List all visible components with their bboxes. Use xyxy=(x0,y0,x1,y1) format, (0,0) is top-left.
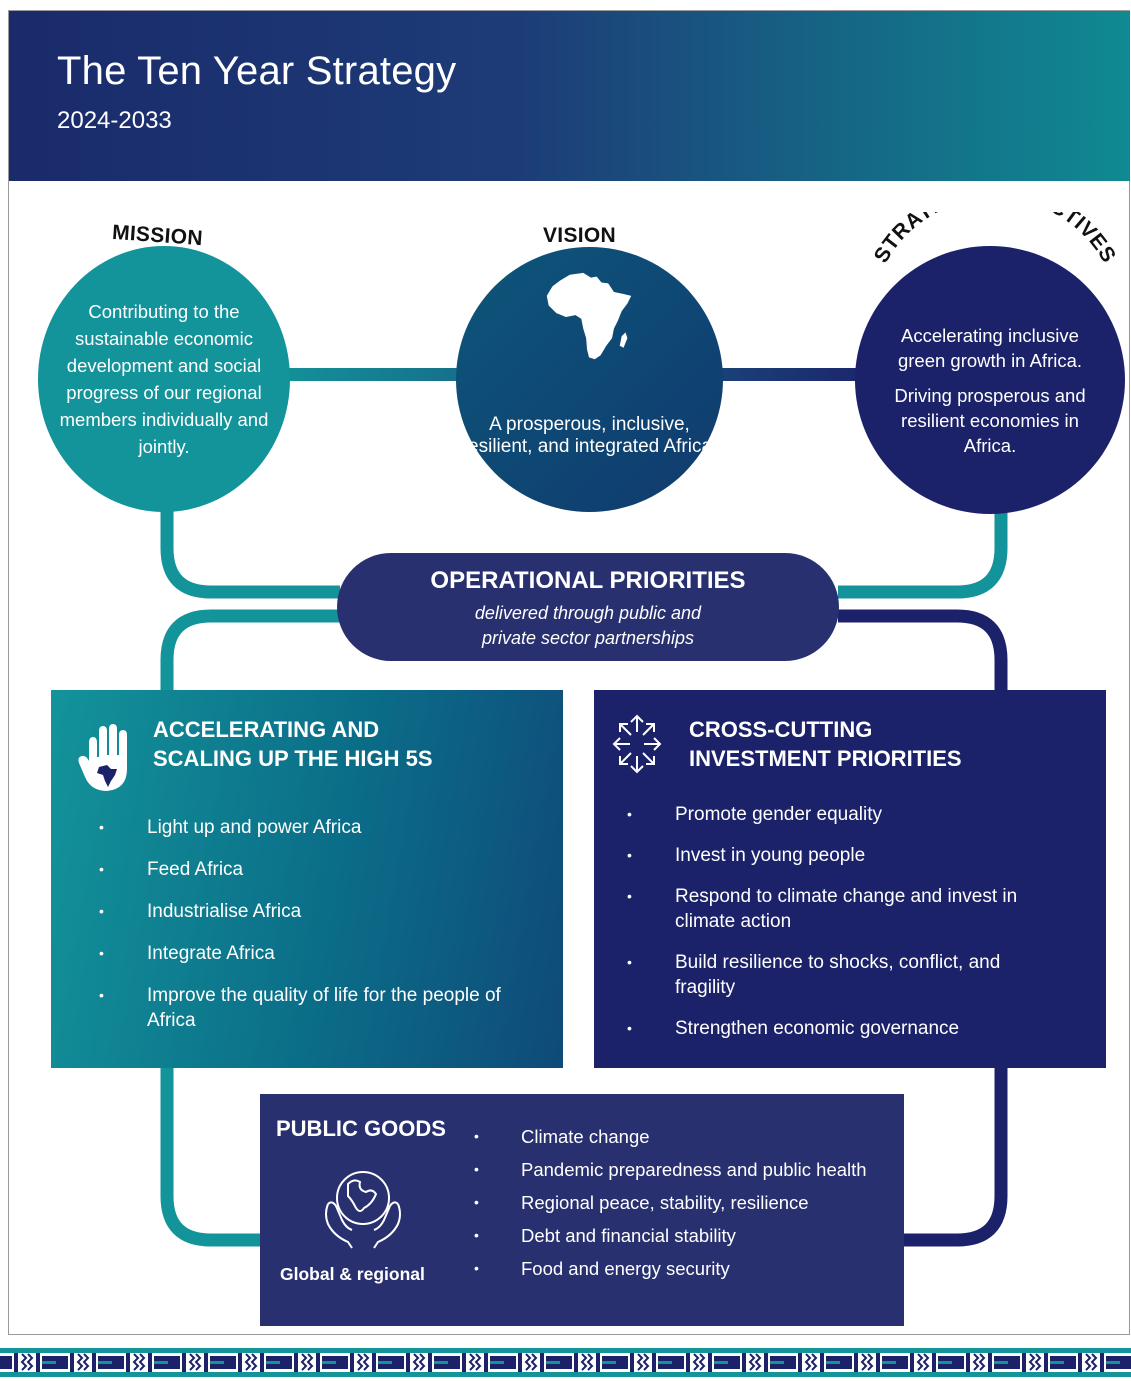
globe-hands-icon xyxy=(325,1171,401,1249)
operational-priorities-title: OPERATIONAL PRIORITIES xyxy=(430,567,746,594)
high5-box: ACCELERATING AND SCALING UP THE HIGH 5S … xyxy=(51,690,563,1068)
strategic-objective-2: Driving prosperous and resilient economi… xyxy=(894,384,1086,456)
list-item: Strengthen economic governance xyxy=(627,1016,1057,1041)
list-item: Industrialise Africa xyxy=(99,899,519,924)
list-item: Respond to climate change and invest in … xyxy=(627,884,1057,934)
list-item: Climate change xyxy=(474,1124,914,1149)
list-item: Integrate Africa xyxy=(99,941,519,966)
list-item: Feed Africa xyxy=(99,857,519,882)
hand-africa-icon xyxy=(78,724,127,791)
mission-circle: Contributing to the sustainable economic… xyxy=(38,246,290,512)
public-goods-subtitle: Global & regional xyxy=(280,1264,425,1284)
page-title: The Ten Year Strategy xyxy=(57,49,457,93)
cross-cutting-title-2: INVESTMENT PRIORITIES xyxy=(689,746,962,771)
public-goods-list: Climate change Pandemic preparedness and… xyxy=(474,1124,914,1289)
list-item: Pandemic preparedness and public health xyxy=(474,1157,914,1182)
strategy-to-ops-line xyxy=(838,500,1008,599)
vision-label: VISION xyxy=(543,224,616,247)
ops-to-high5-line xyxy=(160,609,340,692)
arrows-circle-icon xyxy=(612,714,662,774)
operational-priorities-subtitle-1: delivered through public and xyxy=(474,603,702,623)
operational-priorities-subtitle-2: private sector partnerships xyxy=(481,628,695,648)
list-item: Promote gender equality xyxy=(627,802,1057,827)
strategic-objectives-circle: Accelerating inclusive green growth in A… xyxy=(855,246,1125,514)
mission-to-ops-line xyxy=(160,500,340,599)
vision-circle: A prosperous, inclusive, resilient, and … xyxy=(456,247,723,512)
high5-list: Light up and power Africa Feed Africa In… xyxy=(99,815,519,1050)
cross-cutting-box: CROSS-CUTTING INVESTMENT PRIORITIES Prom… xyxy=(594,690,1106,1068)
cross-cutting-list: Promote gender equality Invest in young … xyxy=(627,802,1057,1057)
high5-title-2: SCALING UP THE HIGH 5S xyxy=(153,746,433,771)
header-banner: The Ten Year Strategy 2024-2033 xyxy=(9,11,1130,181)
public-goods-title: PUBLIC GOODS xyxy=(276,1116,446,1141)
list-item: Invest in young people xyxy=(627,843,1057,868)
ops-to-cross-line xyxy=(838,609,1008,692)
high5-to-goods-line xyxy=(160,1066,262,1247)
strategic-objective-1: Accelerating inclusive green growth in A… xyxy=(897,324,1083,371)
vision-text: A prosperous, inclusive, resilient, and … xyxy=(461,413,718,457)
public-goods-box: PUBLIC GOODS Global & regional Climate c… xyxy=(260,1094,904,1326)
cross-cutting-title-1: CROSS-CUTTING xyxy=(689,717,873,742)
list-item: Food and energy security xyxy=(474,1256,914,1281)
operational-priorities-pill: OPERATIONAL PRIORITIES delivered through… xyxy=(337,553,839,661)
list-item: Regional peace, stability, resilience xyxy=(474,1190,914,1215)
page-years: 2024-2033 xyxy=(57,107,172,134)
high5-title-1: ACCELERATING AND xyxy=(153,717,380,742)
list-item: Light up and power Africa xyxy=(99,815,519,840)
list-item: Build resilience to shocks, conflict, an… xyxy=(627,950,1057,1000)
decorative-pattern-band xyxy=(0,1344,1131,1381)
list-item: Debt and financial stability xyxy=(474,1223,914,1248)
list-item: Improve the quality of life for the peop… xyxy=(99,983,519,1033)
cross-to-goods-line xyxy=(902,1066,1008,1247)
africa-map-icon xyxy=(546,272,632,360)
mission-text: Contributing to the sustainable economic… xyxy=(59,301,269,457)
